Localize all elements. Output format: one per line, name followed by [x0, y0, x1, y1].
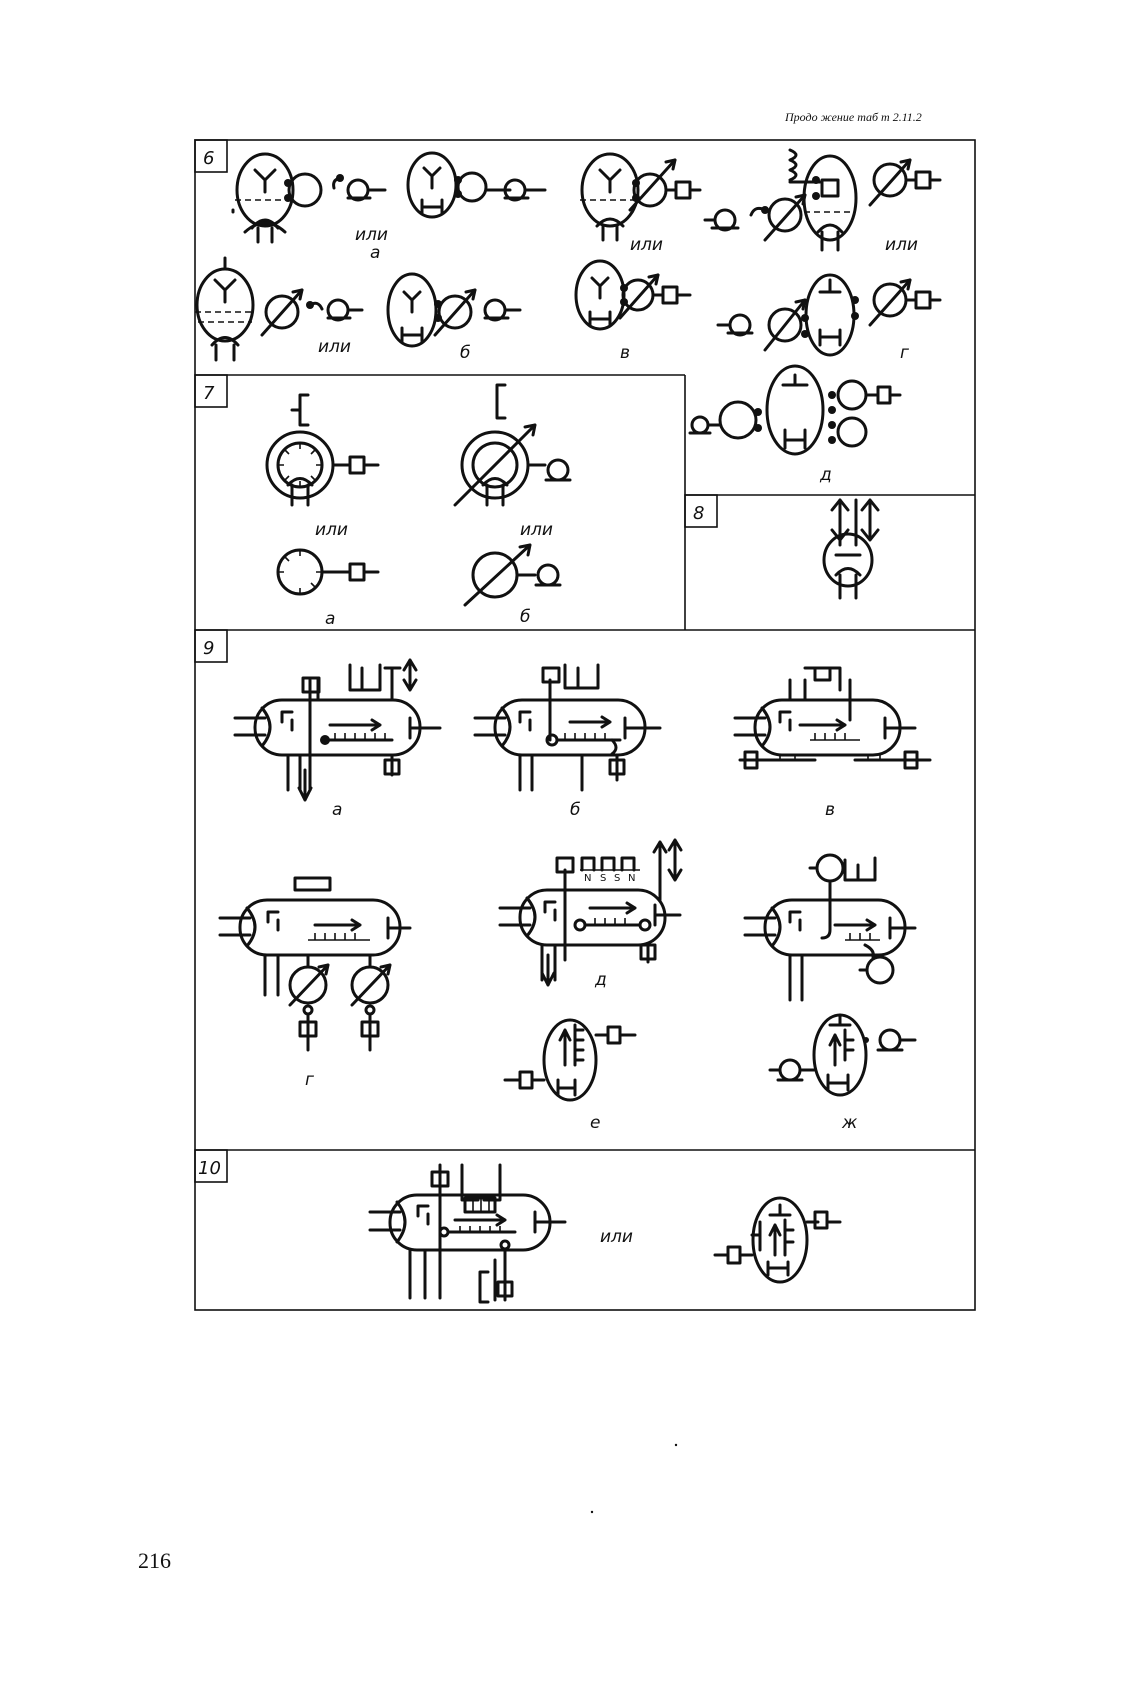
section-number-7: 7: [203, 383, 215, 404]
label-10-or1: или: [600, 1227, 633, 1247]
label-6-v: в: [620, 343, 630, 363]
pole-s1: S: [600, 873, 606, 884]
label-9-d: д: [594, 970, 607, 990]
label-7-a: а: [325, 609, 335, 629]
pole-n2: N: [628, 873, 635, 884]
label-9-g: г: [305, 1070, 314, 1090]
pole-s2: S: [614, 873, 620, 884]
section-number-6: 6: [203, 148, 214, 169]
section-10-symbols: или: [368, 1163, 842, 1304]
page-number: 216: [138, 1548, 171, 1573]
label-6-b: б: [460, 343, 470, 363]
label-9-v: в: [825, 800, 835, 820]
label-6-g: г: [900, 343, 909, 363]
table-grid: [194, 139, 976, 1311]
section-number-9: 9: [203, 638, 214, 659]
label-7-or2: или: [520, 520, 553, 540]
section-number-8: 8: [693, 503, 704, 524]
label-6-a: а: [370, 243, 380, 263]
section-7-symbols: или а или б д: [265, 364, 902, 629]
label-7-b: б: [520, 607, 530, 627]
label-7-or1: или: [315, 520, 348, 540]
label-6-or3: или: [885, 235, 918, 255]
label-7-d: д: [819, 465, 832, 485]
label-9-b: б: [570, 800, 580, 820]
label-6-or2: или: [630, 235, 663, 255]
label-9-e: е: [590, 1113, 600, 1133]
label-6-or4: или: [318, 337, 351, 357]
label-9-a: а: [332, 800, 342, 820]
section-6-symbols: или а или: [195, 148, 942, 363]
pole-n1: N: [584, 873, 591, 884]
section-8-symbol: [822, 498, 880, 600]
section-9-symbols: а б: [218, 658, 932, 1133]
label-9-zh: ж: [841, 1113, 858, 1133]
label-6-or1: или: [355, 225, 388, 245]
section-number-10: 10: [198, 1158, 221, 1179]
table-continuation-header: Продо жение таб т 2.11.2: [785, 110, 922, 124]
